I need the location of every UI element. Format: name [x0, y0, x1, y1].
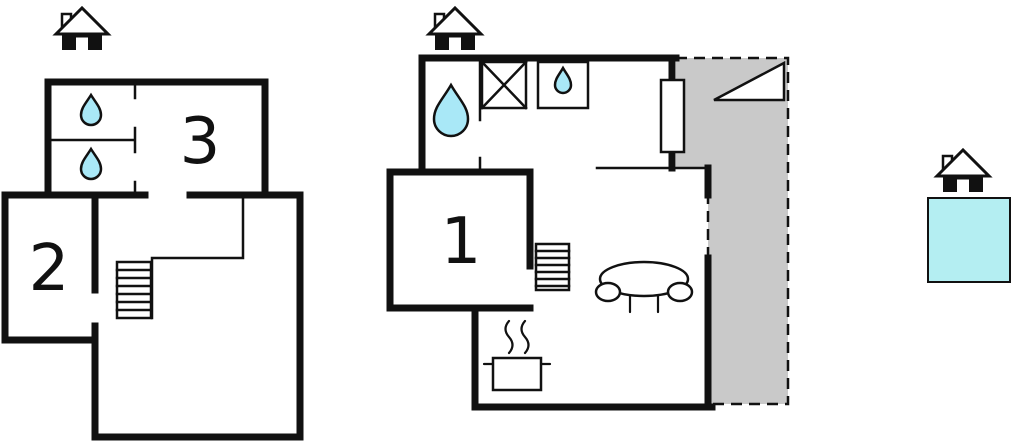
stairs-icon [115, 260, 153, 320]
cooking-pot-icon [482, 319, 552, 392]
terrace-area [676, 58, 788, 404]
interior-wall [49, 80, 245, 320]
water-drop-icon [79, 146, 103, 181]
water-drop-icon [79, 92, 103, 127]
water-drop-icon [553, 65, 573, 95]
house-icon [54, 6, 110, 52]
sofa-icon [594, 260, 694, 314]
water-drop-icon [432, 82, 470, 138]
interior-wall [478, 56, 708, 170]
window [659, 78, 686, 154]
room-3-label: 3 [180, 105, 221, 179]
interior-wall [1, 191, 304, 344]
annex [927, 148, 1011, 283]
sink-icon [536, 60, 590, 110]
main-floor-plan: 1 [386, 6, 790, 411]
left-floor-plan: 3 2 [1, 6, 304, 441]
north-arrow-icon [713, 60, 786, 102]
pool-area [927, 197, 1011, 283]
room-2-label: 2 [29, 232, 70, 306]
steam-icon [504, 319, 530, 355]
room-1-label: 1 [441, 205, 482, 279]
house-icon [935, 148, 991, 194]
house-icon [427, 6, 483, 52]
stairs-icon [534, 242, 571, 292]
washing-machine-icon [480, 60, 528, 110]
